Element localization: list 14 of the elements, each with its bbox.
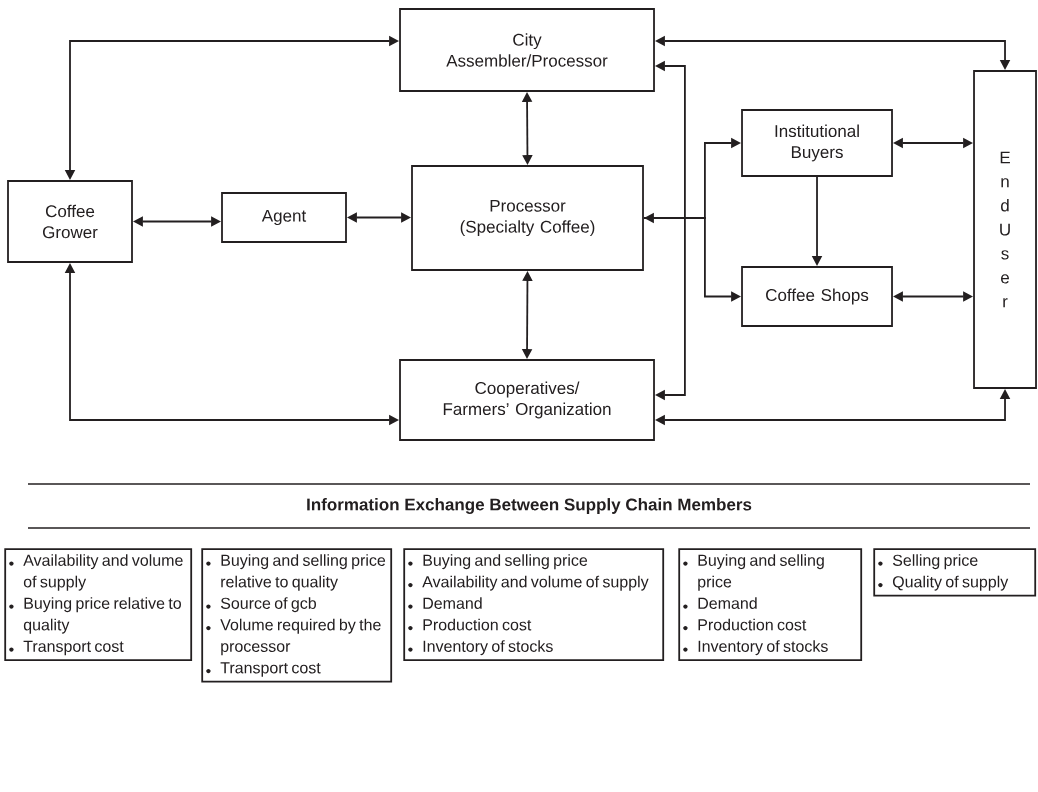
process-box: Coffee Shops	[741, 266, 893, 327]
process-box: Cooperatives/ Farmers’ Organization	[399, 359, 655, 441]
info-box: Buying and selling price Demand Production cost Inventory of stocks	[678, 548, 863, 661]
end-user-box: End User	[973, 70, 1037, 389]
section-heading: Information Exchange Between Supply Chain Members	[307, 498, 752, 514]
process-box: City Assembler/Processor	[399, 8, 655, 92]
process-box: Processor (Specialty Coffee)	[411, 165, 644, 271]
process-box: Coffee Grower	[7, 180, 133, 263]
info-box: Availability and volume of supply Buying price relative to quality Transport cost	[4, 548, 193, 661]
process-box: Agent	[221, 192, 347, 243]
info-box: Buying and selling price relative to quality Source of gcb Volume required by the processor Transport cost	[201, 548, 393, 683]
info-box: Selling price Quality of supply	[873, 548, 1037, 597]
info-box: Buying and selling price Availability and volume of supply Demand Production cost Inventory of stocks	[403, 548, 665, 661]
process-box: Institutional Buyers	[741, 109, 893, 177]
